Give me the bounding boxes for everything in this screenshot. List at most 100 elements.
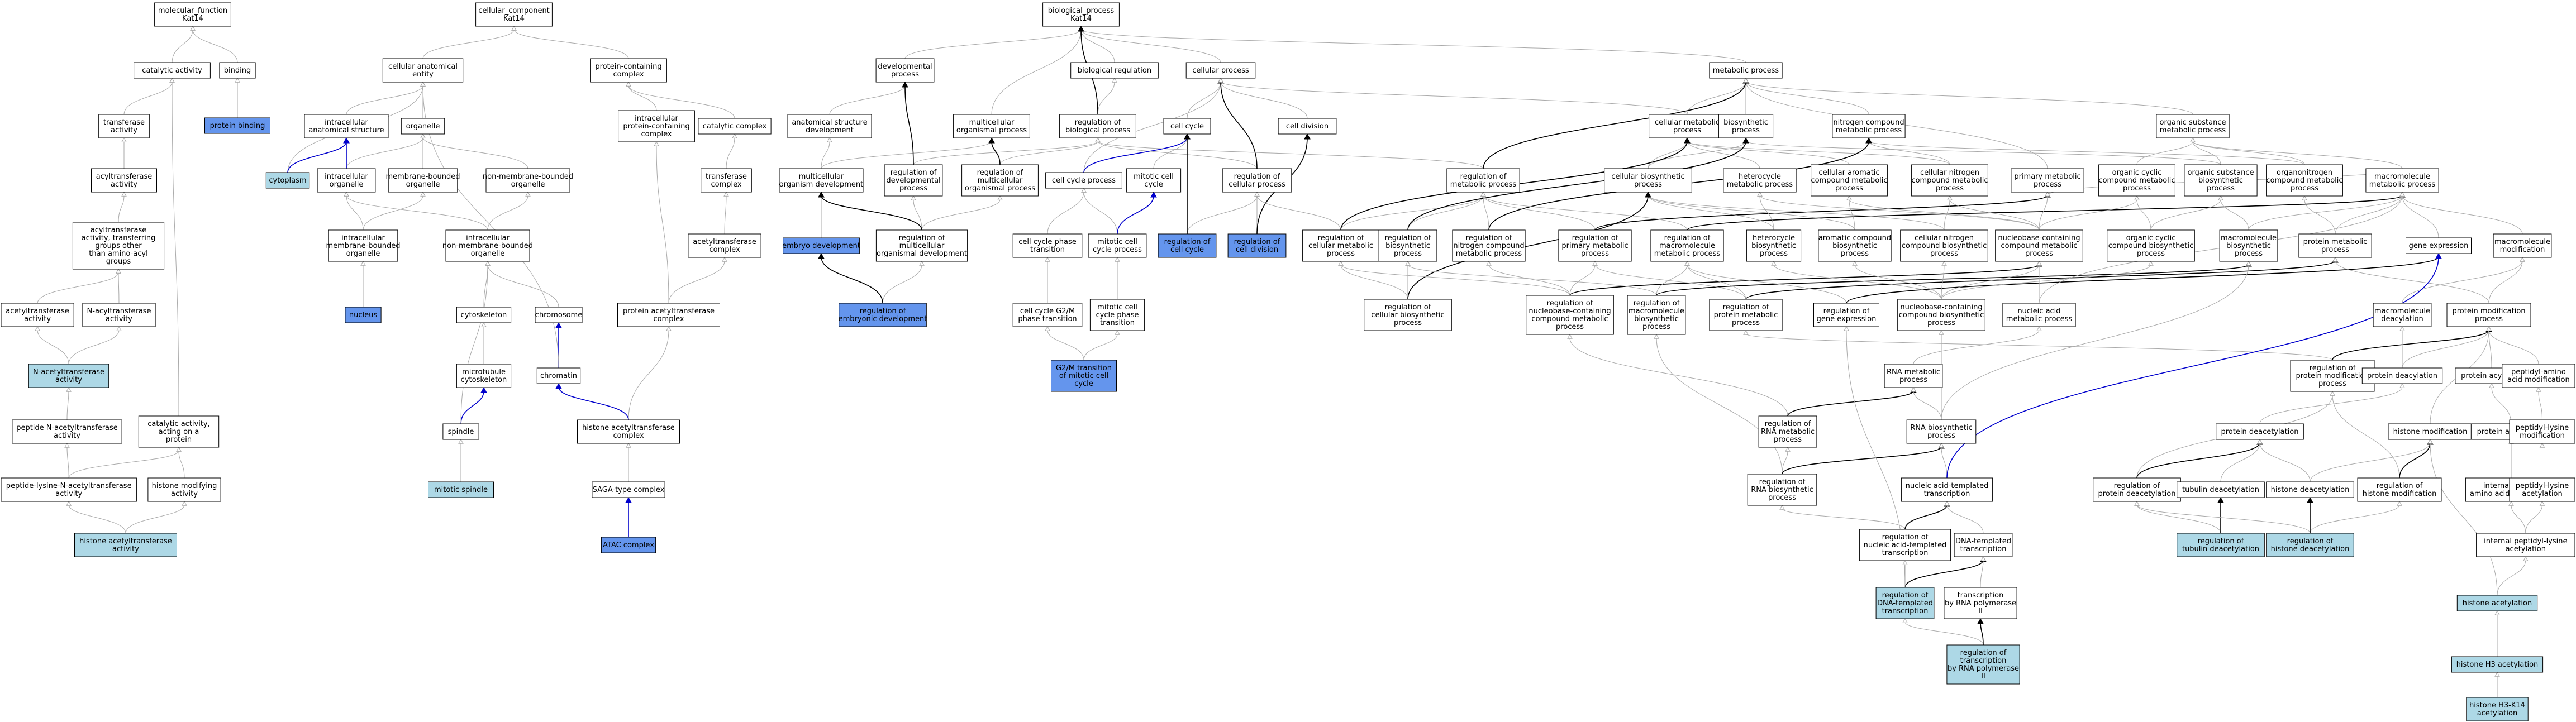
term-node-organelle[interactable]: organelle (401, 118, 445, 135)
term-node-saga[interactable]: SAGA-type complex (592, 481, 665, 498)
term-node-cytoskeleton[interactable]: cytoskeleton (456, 307, 512, 323)
term-node-reg-macromol-biosyn[interactable]: regulation ofmacromoleculebiosyntheticpr… (1627, 295, 1686, 335)
term-node-cellular-process[interactable]: cellular process (1185, 62, 1256, 79)
term-node-chromatin[interactable]: chromatin (536, 367, 581, 384)
term-node-metabolic-process[interactable]: metabolic process (1709, 62, 1783, 79)
term-node-embryo-dev[interactable]: embryo development (782, 237, 860, 254)
term-node-histone-acetylation[interactable]: histone acetylation (2456, 595, 2538, 611)
term-node-nucleus[interactable]: nucleus (345, 307, 382, 323)
term-node-protein-deacetyl[interactable]: protein deacetylation (2216, 423, 2304, 440)
term-node-bio-reg[interactable]: biological regulation (1070, 62, 1159, 79)
term-node-pep-lys-n-acetyl[interactable]: peptide-lysine-N-acetyltransferaseactivi… (1, 477, 137, 502)
term-node-spindle[interactable]: spindle (442, 423, 479, 440)
term-node-protein-binding[interactable]: protein binding (204, 117, 270, 134)
term-node-intracell-nmbo[interactable]: intracellularnon-membrane-boundedorganel… (442, 229, 533, 262)
term-node-atac[interactable]: ATAC complex (601, 537, 656, 553)
term-node-tubulin-deacetyl[interactable]: tubulin deacetylation (2177, 481, 2265, 498)
term-node-gene-expression[interactable]: gene expression (2406, 237, 2472, 254)
term-node-cell-division[interactable]: cell division (1278, 118, 1337, 135)
term-node-histone-deacetyl[interactable]: histone deacetylation (2266, 481, 2354, 498)
term-node-protein-deacyl[interactable]: protein deacylation (2361, 367, 2443, 384)
term-node-cell-cycle-process[interactable]: cell cycle process (1045, 172, 1122, 189)
term-node-cell-cycle[interactable]: cell cycle (1163, 118, 1211, 135)
term-node-binding[interactable]: binding (219, 62, 256, 79)
term-node-chromosome[interactable]: chromosome (535, 307, 583, 323)
term-node-cytoplasm[interactable]: cytoplasm (265, 172, 310, 189)
